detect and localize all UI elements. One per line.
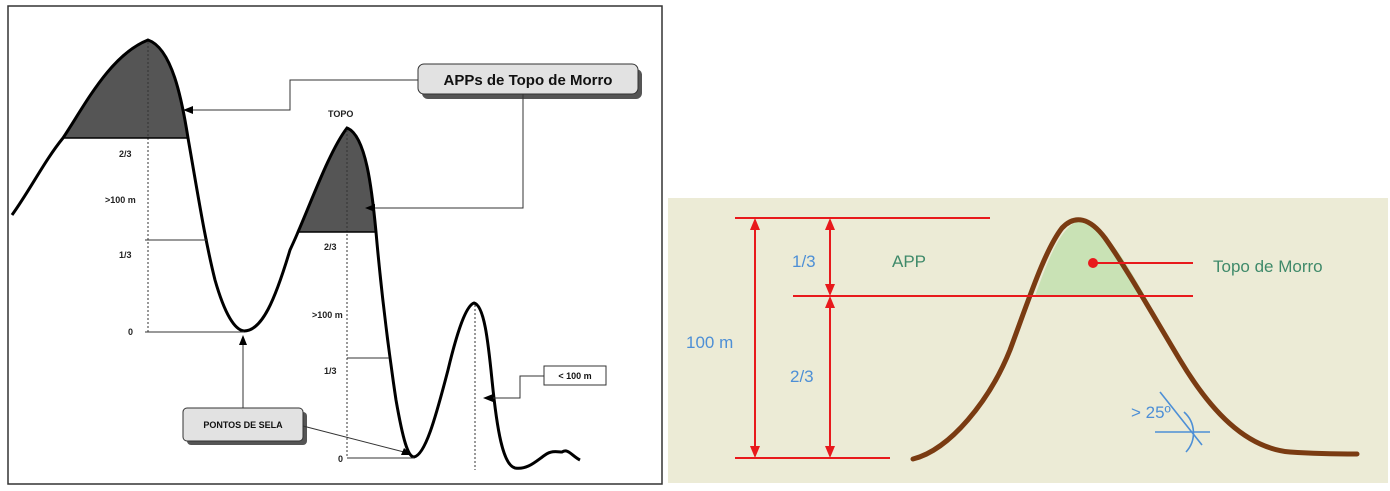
app-area (1035, 220, 1145, 296)
callout-main-connector-2 (372, 94, 524, 209)
left-diagram: 2/3 >100 m 1/3 0 TOPO 2/3 >100 m 1/3 0 A… (7, 5, 663, 485)
saddle-arrow-1 (239, 335, 247, 345)
callout-main-connector-1 (185, 79, 418, 111)
terrain-profile-right (910, 217, 1360, 462)
label-1-3-hill-1: 1/3 (119, 250, 132, 260)
label-2-3-hill-1: 2/3 (119, 149, 132, 159)
label-1-3-hill-2: 1/3 (324, 366, 337, 376)
saddle-arrow-2 (401, 448, 412, 455)
right-background (668, 198, 1388, 483)
callout-small-arrow (483, 394, 493, 402)
callout-small-text: < 100 m (558, 371, 591, 381)
saddle-connector-2 (302, 425, 405, 453)
callout-main-arrow-1 (183, 106, 193, 114)
label-height-hill-1: >100 m (105, 195, 136, 205)
callout-main-box (417, 63, 639, 95)
label-2-3-hill-2: 2/3 (324, 242, 337, 252)
label-100m: 100 m (686, 333, 733, 352)
right-diagram: 100 m 1/3 2/3 APP Topo de Morro > 25º (668, 198, 1388, 483)
label-topo: TOPO (328, 109, 353, 119)
callout-small-connector (490, 375, 544, 399)
label-height-hill-2: >100 m (312, 310, 343, 320)
app-area-hill-1 (63, 40, 188, 138)
label-app: APP (892, 252, 926, 271)
callout-saddle-text: PONTOS DE SELA (203, 420, 283, 430)
terrain-profile (10, 38, 581, 470)
dim-1-3-arrow-bottom (825, 284, 835, 296)
callout-main-arrow-2 (365, 204, 375, 212)
callout-main-text: APPs de Topo de Morro (444, 72, 613, 89)
dim-100m-arrow-top (750, 218, 760, 230)
dim-2-3-arrow-top (825, 296, 835, 308)
label-0-hill-2: 0 (338, 454, 343, 464)
dim-100m-arrow-bottom (750, 446, 760, 458)
label-1-3: 1/3 (792, 252, 816, 271)
app-area-hill-2 (298, 128, 376, 232)
label-slope: > 25º (1131, 403, 1171, 422)
dim-2-3-arrow-bottom (825, 446, 835, 458)
label-2-3: 2/3 (790, 367, 814, 386)
slope-angle-icon (1155, 391, 1210, 453)
topo-point (1088, 258, 1098, 268)
label-0-hill-1: 0 (128, 327, 133, 337)
label-topo-de-morro: Topo de Morro (1213, 257, 1323, 276)
dim-1-3-arrow-top (825, 218, 835, 230)
